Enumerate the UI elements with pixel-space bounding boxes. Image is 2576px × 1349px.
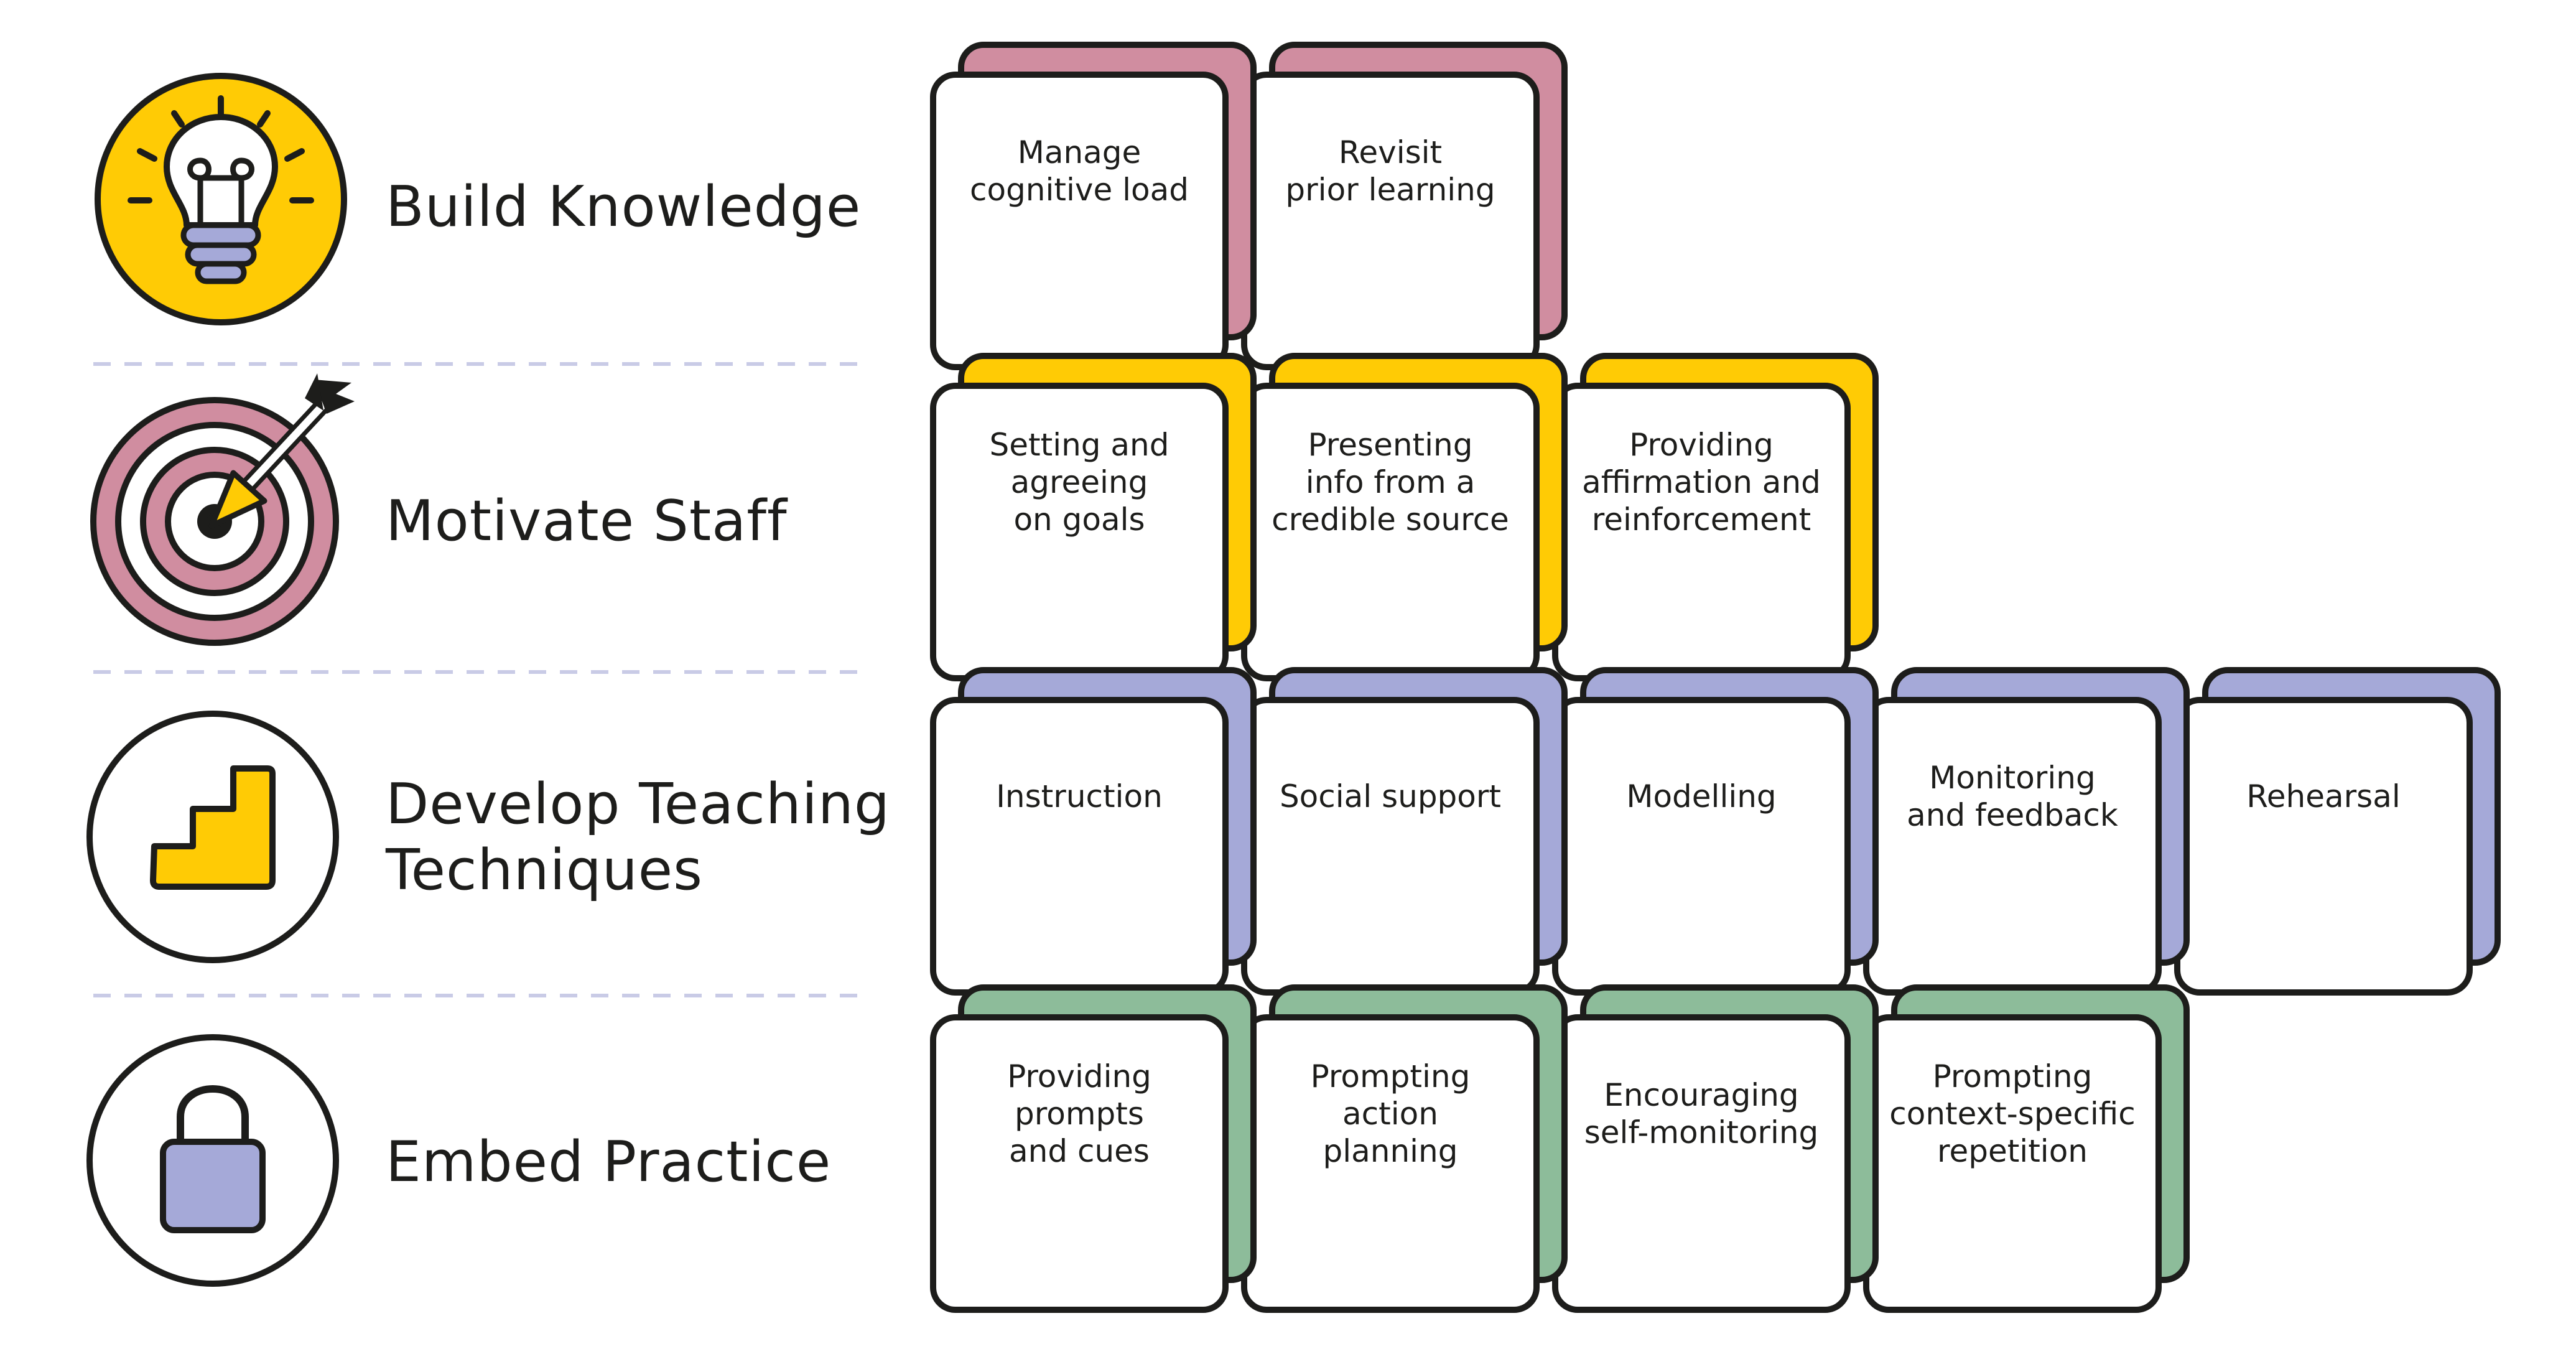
tile-label-line: Manage <box>1017 134 1142 170</box>
row-label-embed-practice: Embed Practice <box>386 1129 831 1195</box>
row-label-text: Embed Practice <box>386 1129 832 1195</box>
tile-label: Instruction <box>933 650 1225 943</box>
tile-2-0 <box>930 667 1257 996</box>
tile-2-1 <box>1241 667 1568 996</box>
tile-2-3 <box>1863 667 2190 996</box>
tile-1-1 <box>1241 353 1568 681</box>
tile-label-line: Providing <box>1007 1058 1151 1095</box>
tile-label-line: planning <box>1323 1133 1458 1169</box>
tile-label-line: prompts <box>1015 1096 1144 1132</box>
tile-label-line: Instruction <box>996 778 1163 815</box>
row-label-text: Motivate Staff <box>386 488 788 554</box>
row-label-motivate-staff: Motivate Staff <box>386 488 788 554</box>
tile-label: Modelling <box>1555 650 1848 943</box>
tile-0-0 <box>930 42 1257 370</box>
tile-label-line: Revisit <box>1338 134 1443 170</box>
stairs-icon <box>86 711 339 963</box>
row-label-text: Build Knowledge <box>386 174 862 240</box>
tile-label-line: and cues <box>1009 1133 1150 1169</box>
tile-label-line: Monitoring <box>1929 760 2096 796</box>
row-label-line-1: Develop Teaching <box>386 772 891 837</box>
row-label-build-knowledge: Build Knowledge <box>386 174 861 240</box>
tile-label-line: context-specific <box>1889 1096 2136 1132</box>
tile-label-line: Modelling <box>1626 778 1777 815</box>
tile-label: Social support <box>1244 650 1537 943</box>
tile-label-line: Rehearsal <box>2246 778 2401 815</box>
tile-label-line: Setting and <box>989 427 1169 463</box>
tile-label-line: Encouraging <box>1604 1077 1799 1113</box>
tile-label-line: Providing <box>1629 427 1774 463</box>
tile-label-line: credible source <box>1272 502 1509 538</box>
target-icon <box>90 373 355 646</box>
tile-label-line: cognitive load <box>969 172 1189 208</box>
tile-face <box>930 1014 1229 1313</box>
tile-label-line: info from a <box>1305 464 1476 500</box>
tile-label-line: prior learning <box>1285 172 1495 208</box>
tile-label-line: and feedback <box>1907 797 2118 833</box>
lightbulb-icon <box>95 73 347 325</box>
padlock-icon <box>86 1034 339 1287</box>
tile-label-line: agreeing <box>1010 464 1148 500</box>
row-label-develop-teaching-techniques: Develop Teaching Techniques <box>386 772 890 903</box>
tile-3-0 <box>930 984 1257 1313</box>
tile-label-line: repetition <box>1937 1133 2088 1169</box>
row-dividers <box>93 362 858 997</box>
tile-2-2 <box>1552 667 1879 996</box>
tile-label-line: Prompting <box>1932 1058 2093 1095</box>
tile-label-line: action <box>1342 1096 1438 1132</box>
tile-label-line: Prompting <box>1310 1058 1471 1095</box>
tile-3-2 <box>1552 984 1879 1313</box>
tile-label-line: Social support <box>1279 778 1502 815</box>
tile-0-1 <box>1241 42 1568 370</box>
tile-label-line: Presenting <box>1308 427 1473 463</box>
tile-grid <box>930 42 2501 1313</box>
tile-label: Rehearsal <box>2177 650 2470 943</box>
row-label-line-2: Techniques <box>386 838 704 903</box>
tile-1-0 <box>930 353 1257 681</box>
tile-label-line: self-monitoring <box>1584 1114 1819 1151</box>
tile-3-1 <box>1241 984 1568 1313</box>
tile-label-line: reinforcement <box>1591 502 1811 538</box>
tile-label-line: on goals <box>1013 502 1145 538</box>
tile-3-3 <box>1863 984 2190 1313</box>
tile-label-line: affirmation and <box>1582 464 1821 500</box>
